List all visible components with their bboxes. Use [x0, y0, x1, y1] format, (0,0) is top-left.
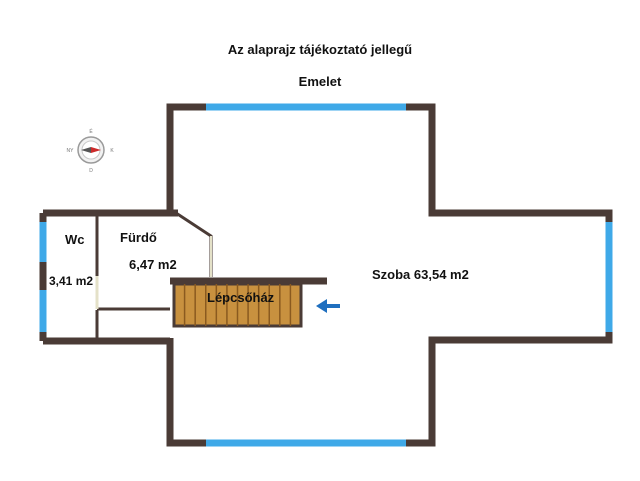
plan-subtitle: Emelet	[298, 74, 342, 89]
compass-rose-icon: É D K NY	[67, 128, 115, 174]
compass-west: NY	[67, 148, 75, 154]
bath-diagonal-wall	[175, 211, 213, 277]
staircase	[172, 282, 303, 328]
room-label-wc: Wc	[65, 232, 85, 247]
room-area-furdo: 6,47 m2	[129, 257, 177, 272]
room-label-furdo: Fürdő	[120, 230, 157, 245]
compass-south: D	[89, 168, 93, 174]
windows	[39, 103, 613, 447]
room-area-wc: 3,41 m2	[49, 274, 94, 288]
room-label-szoba: Szoba 63,54 m2	[372, 267, 469, 282]
arrow-left-icon	[316, 299, 340, 313]
compass-east: K	[110, 148, 114, 154]
stair-treads	[183, 284, 292, 326]
plan-title: Az alaprajz tájékoztató jellegű	[227, 42, 413, 57]
walls	[39, 103, 613, 447]
room-label-stair: Lépcsőház	[207, 290, 275, 305]
compass-north: É	[89, 128, 93, 135]
